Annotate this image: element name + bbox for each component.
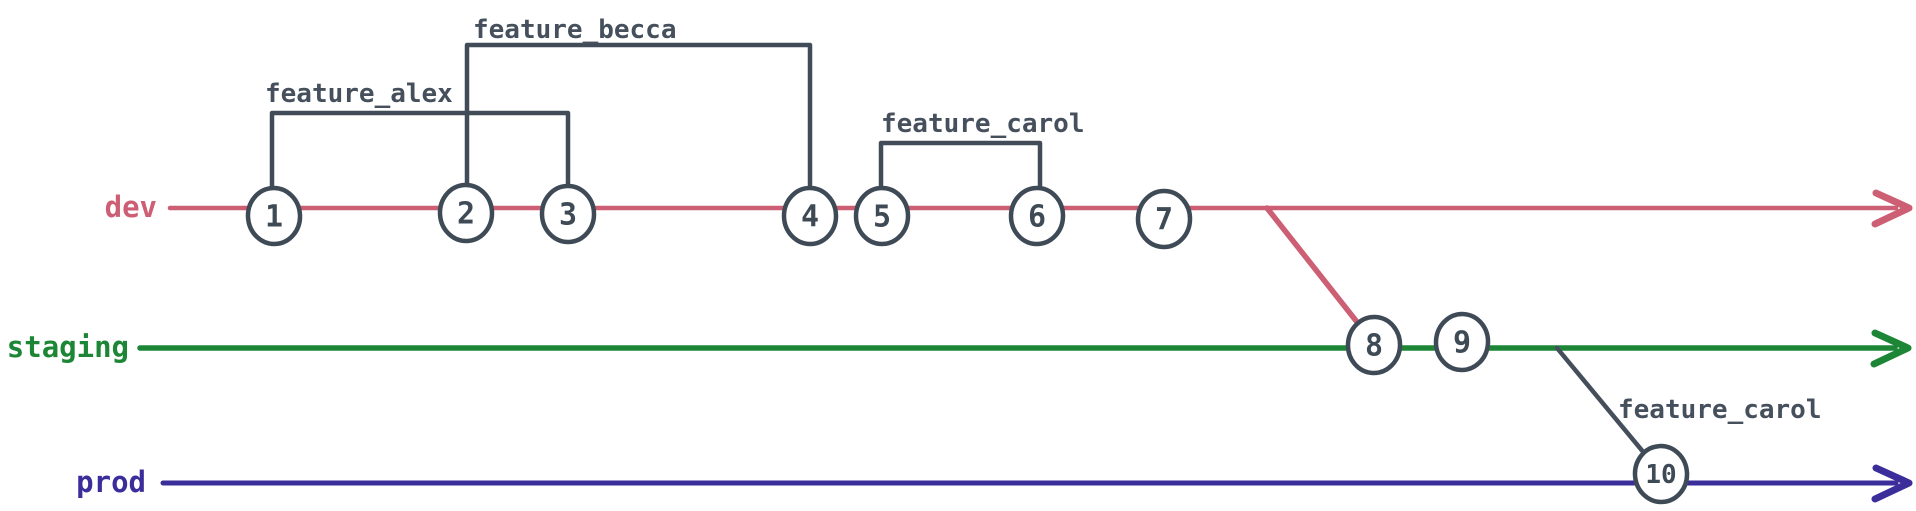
commit-circle-10 [1632,443,1690,505]
commit-number-8: 8 [1365,329,1383,364]
commit-circle-7 [1135,188,1193,250]
commit-node-10: 10 [1632,443,1690,505]
merge-edge-staging-to-prod [1554,345,1662,474]
feature-label-feature_carol-2: feature_carol [881,109,1085,139]
commit-node-6: 6 [1008,185,1066,247]
commit-circle-1 [245,185,303,247]
commit-number-2: 2 [457,197,475,232]
commit-node-7: 7 [1135,188,1193,250]
feature-label-feature_becca-1: feature_becca [473,15,677,45]
commit-circle-2 [437,182,495,244]
merge-edge-dev-to-staging [1264,205,1375,344]
feature-bracket-feature_carol-2 [878,140,1043,193]
branch-arrow-icon-dev [1871,189,1913,228]
branch-label-dev: dev [105,190,157,224]
commit-number-10: 10 [1645,460,1676,490]
commit-circle-8 [1345,314,1403,376]
commit-node-4: 4 [781,185,839,247]
commit-node-2: 2 [437,182,495,244]
commit-circle-5 [853,185,911,247]
commit-node-3: 3 [539,183,597,245]
commit-circle-6 [1008,185,1066,247]
commit-number-6: 6 [1028,200,1046,235]
branch-arrow-icon-staging [1870,329,1912,368]
commit-node-5: 5 [853,185,911,247]
commit-number-4: 4 [801,200,819,235]
commit-number-9: 9 [1453,326,1471,361]
commit-node-1: 1 [245,185,303,247]
commit-circle-4 [781,185,839,247]
commit-circle-3 [539,183,597,245]
commit-node-9: 9 [1433,311,1491,373]
feature-bracket-feature_becca-1 [464,42,813,192]
merge-edge-label-staging-to-prod: feature_carol [1618,395,1822,425]
commit-number-3: 3 [559,198,577,233]
feature-label-feature_alex-0: feature_alex [265,79,453,109]
commit-number-1: 1 [265,200,283,235]
commit-number-7: 7 [1155,203,1173,238]
feature-bracket-feature_alex-0 [269,110,571,192]
commit-number-5: 5 [873,200,891,235]
branch-label-prod: prod [76,465,146,499]
branch-label-staging: staging [7,330,129,364]
commit-node-8: 8 [1345,314,1403,376]
branch-arrow-icon-prod [1871,464,1913,503]
commit-circle-9 [1433,311,1491,373]
